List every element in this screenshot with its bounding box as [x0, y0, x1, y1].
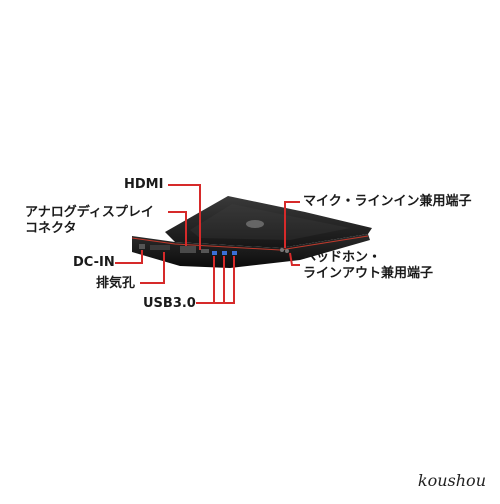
label-analog-display: アナログディスプレイ コネクタ: [25, 205, 154, 237]
leader-mic: [284, 201, 300, 248]
hdmi-port-icon: [201, 249, 209, 253]
laptop-lid: [165, 196, 372, 248]
headphone-jack-icon: [285, 249, 289, 253]
leader-hdmi: [168, 184, 201, 250]
laptop-lid-sheen: [190, 204, 350, 240]
label-analog-line1: アナログディスプレイ: [25, 205, 154, 220]
vent-icon: [150, 245, 170, 250]
leader-headphone: [289, 252, 300, 266]
label-mic: マイク・ラインイン兼用端子: [303, 194, 472, 209]
label-headphone-line1: ヘッドホン・: [303, 250, 382, 265]
vga-port-icon: [180, 246, 196, 253]
watermark: koushou: [417, 471, 486, 490]
usb-port-2-icon: [222, 251, 227, 255]
dcin-port-icon: [139, 244, 145, 249]
usb-port-3-icon: [232, 251, 237, 255]
mic-jack-icon: [280, 248, 284, 252]
label-usb: USB3.0: [143, 296, 196, 311]
label-analog-line2: コネクタ: [25, 221, 77, 236]
usb-port-1-icon: [212, 251, 217, 255]
label-dcin: DC-IN: [73, 255, 115, 270]
label-headphone: ヘッドホン・ ラインアウト兼用端子: [303, 250, 433, 282]
leader-vent: [140, 252, 165, 284]
label-headphone-line2: ラインアウト兼用端子: [303, 266, 434, 281]
laptop-base-side: [132, 234, 370, 268]
leader-analog: [168, 211, 187, 246]
laptop-red-trim: [131, 235, 369, 251]
logo-icon: [246, 220, 264, 228]
leader-dcin: [115, 250, 143, 264]
label-hdmi: HDMI: [124, 177, 164, 192]
label-vent: 排気孔: [96, 276, 136, 291]
